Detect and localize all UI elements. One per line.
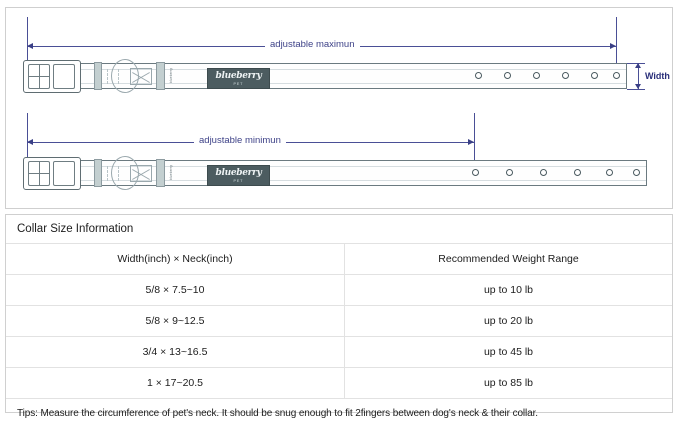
max-strap-inner-line-bottom	[33, 83, 626, 84]
table-title: Collar Size Information	[17, 223, 134, 235]
brand-subtitle: PET	[233, 81, 244, 86]
table-row: 1 × 17~20.5 up to 85 lb	[6, 368, 672, 399]
max-keeper-2	[156, 62, 165, 90]
width-dimension-line	[638, 63, 639, 89]
brand-subtitle: PET	[233, 178, 244, 183]
max-arrow-right-icon	[610, 43, 616, 49]
min-hole-6	[633, 169, 640, 176]
min-hole-4	[574, 169, 581, 176]
table-cell-size: 5/8 × 9~12.5	[6, 306, 345, 336]
max-stitch-line-2	[118, 69, 119, 84]
table-header-row: Width(inch) × Neck(inch) Recommended Wei…	[6, 244, 672, 275]
min-keeper-vertical-text: blueberry	[169, 165, 173, 181]
table-cell-size: 1 × 17~20.5	[6, 368, 345, 398]
max-buckle-right-pane	[53, 64, 75, 89]
min-hole-3	[540, 169, 547, 176]
table-cell-weight: up to 10 lb	[483, 284, 534, 296]
table-row: 3/4 × 13~16.5 up to 45 lb	[6, 337, 672, 368]
min-buckle-right-pane	[53, 161, 75, 186]
min-strap-inner-line-top	[33, 166, 646, 167]
table-cell-size: 5/8 × 7.5~10	[6, 275, 345, 305]
table-row: 5/8 × 7.5~10 up to 10 lb	[6, 275, 672, 306]
min-keeper-2	[156, 159, 165, 187]
max-strap-inner-line-top	[33, 69, 626, 70]
min-hole-1	[472, 169, 479, 176]
table-tips-row: Tips: Measure the circumference of pet's…	[6, 399, 672, 427]
min-brand-patch: blueberry PET	[207, 165, 270, 186]
table-title-row: Collar Size Information	[6, 215, 672, 244]
max-hole-3	[533, 72, 540, 79]
max-stitch-line-1	[107, 69, 108, 84]
width-arrow-up-icon	[635, 63, 641, 68]
max-hole-6	[613, 72, 620, 79]
max-hole-4	[562, 72, 569, 79]
min-keeper-1	[94, 159, 102, 187]
min-buckle-tongue	[39, 161, 40, 186]
min-hole-5	[606, 169, 613, 176]
table-cell-weight: up to 85 lb	[483, 377, 534, 389]
min-extension-line-right	[474, 113, 475, 185]
table-cell-size: 3/4 × 13~16.5	[6, 337, 345, 367]
min-stitch-line-1	[107, 166, 108, 181]
max-hole-5	[591, 72, 598, 79]
table-row: 5/8 × 9~12.5 up to 20 lb	[6, 306, 672, 337]
brand-name: blueberry	[215, 167, 262, 178]
table-cell-weight: up to 20 lb	[483, 315, 534, 327]
min-stitch-x-box	[130, 165, 152, 182]
collar-size-table: Collar Size Information Width(inch) × Ne…	[5, 214, 673, 419]
table-header-weight: Recommended Weight Range	[438, 253, 579, 265]
min-arrow-left-icon	[27, 139, 33, 145]
min-hole-2	[506, 169, 513, 176]
min-dimension-label: adjustable minimun	[194, 135, 286, 146]
max-keeper-vertical-text: blueberry	[169, 68, 173, 84]
table-cell-weight: up to 45 lb	[483, 346, 534, 358]
max-arrow-left-icon	[27, 43, 33, 49]
max-hole-2	[504, 72, 511, 79]
max-keeper-1	[94, 62, 102, 90]
max-hole-1	[475, 72, 482, 79]
min-strap-inner-line-bottom	[33, 180, 646, 181]
diagram-panel: adjustable maximun blueberry	[5, 7, 673, 209]
max-stitch-x-box	[130, 68, 152, 85]
max-dimension-label: adjustable maximun	[265, 39, 360, 50]
max-extension-line-right	[616, 17, 617, 87]
tips-text: Tips: Measure the circumference of pet's…	[17, 407, 538, 419]
table-header-size: Width(inch) × Neck(inch)	[6, 244, 345, 274]
width-label: Width	[645, 71, 670, 81]
min-arrow-right-icon	[468, 139, 474, 145]
collar-size-chart: adjustable maximun blueberry	[0, 0, 679, 418]
min-stitch-line-2	[118, 166, 119, 181]
max-buckle-tongue	[39, 64, 40, 89]
width-tick-bottom	[627, 89, 645, 90]
max-brand-patch: blueberry PET	[207, 68, 270, 89]
brand-name: blueberry	[215, 70, 262, 81]
width-arrow-down-icon	[635, 84, 641, 89]
